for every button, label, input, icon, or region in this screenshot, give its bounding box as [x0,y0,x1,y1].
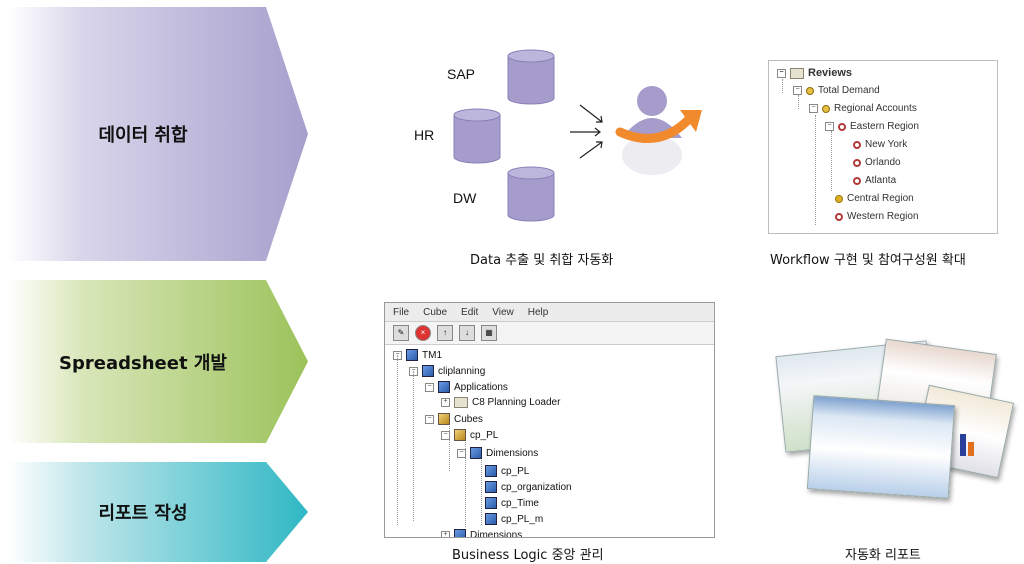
step-label: 리포트 작성 [98,503,188,524]
step-arrow-report: 리포트 작성 [8,462,308,562]
step-arrow-spreadsheet: Spreadsheet 개발 [8,280,308,443]
source-label-sap: SAP [447,66,476,82]
node-circle-icon [838,122,846,131]
dimension-icon [822,104,830,113]
tree-node-cp-pl[interactable]: − cp_PL [441,429,498,441]
edit-icon[interactable]: ✎ [393,325,409,341]
bar-graphic [968,442,974,456]
cube-icon [454,429,466,441]
window-icon[interactable]: ▦ [481,325,497,341]
node-circle-icon [853,158,861,167]
server-icon [422,365,434,377]
node-circle-icon [853,140,861,149]
tree-node-total-demand[interactable]: − Total Demand [793,85,880,96]
tree-node-regional-accounts[interactable]: − Regional Accounts [809,103,917,114]
data-collection-illustration [453,49,702,222]
cubes-icon [438,413,450,425]
menu-help[interactable]: Help [527,306,549,318]
sort-desc-icon[interactable]: ↓ [459,325,475,341]
tree-node-applications[interactable]: − Applications [425,381,508,393]
server-icon [406,349,418,361]
tree-node-reviews[interactable]: − Reviews [777,67,852,79]
review-tree-panel: − Reviews − Total Demand − Regional Acco… [768,60,998,234]
dimension-icon [485,465,497,477]
tree-node-orlando[interactable]: Orlando [853,157,901,168]
toolbar: ✎ × ↑ ↓ ▦ [385,322,714,345]
report-screenshot [806,395,956,499]
node-circle-icon [853,176,861,185]
dimensions-icon [454,529,466,537]
source-label-hr: HR [414,127,435,143]
step-label: Spreadsheet 개발 [59,352,227,374]
folder-icon [454,397,468,408]
bar-graphic [960,434,966,456]
tree-node-western-region[interactable]: Western Region [835,211,919,222]
tree-node-eastern-region[interactable]: − Eastern Region [825,121,919,132]
tree-node-dimensions[interactable]: − Dimensions [457,447,538,459]
database-icon [453,108,501,164]
caption-data-collection: Data 추출 및 취합 자동화 [470,253,614,268]
caption-auto-report: 자동화 리포트 [845,548,921,563]
planning-app-window: File Cube Edit View Help ✎ × ↑ ↓ ▦ − TM1… [384,302,715,538]
menu-view[interactable]: View [492,306,514,318]
step-arrow-data-collection: 데이터 취합 [8,7,308,261]
tree-node-dim-cp-time[interactable]: cp_Time [485,497,539,509]
orange-arrow-icon [615,110,702,143]
dimension-icon [485,513,497,525]
tree-node-dim-cp-pl[interactable]: cp_PL [485,465,529,477]
menu-file[interactable]: File [393,306,410,318]
tree-node-atlanta[interactable]: Atlanta [853,175,896,186]
tree-node-dimensions-root[interactable]: + Dimensions [441,529,522,537]
database-icon [507,166,555,222]
dimension-icon [485,497,497,509]
menu-bar: File Cube Edit View Help [385,303,714,322]
report-screenshots [770,338,1015,508]
stop-icon[interactable]: × [415,325,431,341]
tree-node-tm1[interactable]: − TM1 [393,349,442,361]
tree-node-c8-planning-loader[interactable]: + C8 Planning Loader [441,397,560,408]
tree-node-dim-cp-pl-m[interactable]: cp_PL_m [485,513,543,525]
node-dot-icon [835,194,843,203]
source-label-dw: DW [453,190,477,206]
dimensions-icon [470,447,482,459]
object-tree: − TM1 − cliplanning − Applications + C8 … [385,345,714,537]
caption-business-logic: Business Logic 중앙 관리 [452,548,604,563]
menu-edit[interactable]: Edit [461,306,479,318]
tree-node-cubes[interactable]: − Cubes [425,413,483,425]
database-icon [507,49,555,105]
caption-workflow: Workflow 구현 및 참여구성원 확대 [770,253,966,268]
sort-asc-icon[interactable]: ↑ [437,325,453,341]
applications-icon [438,381,450,393]
tree-node-cliplanning[interactable]: − cliplanning [409,365,485,377]
tree-node-dim-cp-organization[interactable]: cp_organization [485,481,572,493]
step-label: 데이터 취합 [98,125,188,146]
node-circle-icon [835,212,843,221]
menu-cube[interactable]: Cube [423,306,448,318]
dimension-icon [485,481,497,493]
input-arrows-icon [570,104,603,159]
dimension-icon [806,86,814,95]
tree-node-new-york[interactable]: New York [853,139,907,150]
tree-node-central-region[interactable]: Central Region [835,193,914,204]
folder-icon [790,67,804,79]
